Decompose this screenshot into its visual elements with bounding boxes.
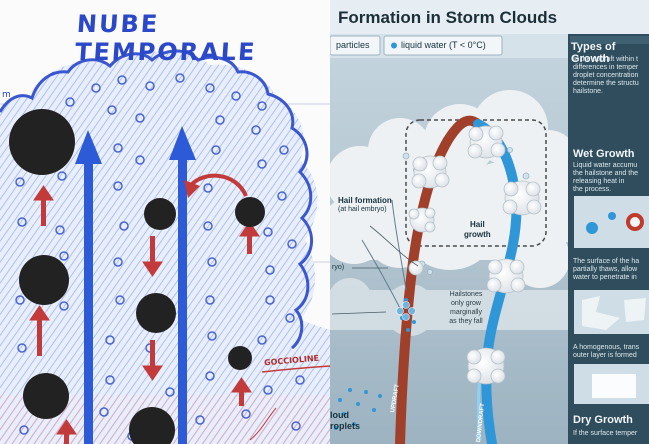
cloud-outline xyxy=(0,49,313,350)
cloud-droplets-line: loud xyxy=(330,410,349,420)
hailstones-note-line: Hailstones xyxy=(449,291,483,298)
sidebar-text-line: hailstone. xyxy=(573,88,603,95)
hailstones xyxy=(9,109,265,444)
label-hail-growth-2: growth xyxy=(464,230,491,239)
sidebar-homog-text: A homogenous, trans outer layer is forme… xyxy=(573,344,639,360)
sidebar-text-line: droplet concentration xyxy=(573,72,639,79)
label-hail-embryo: (at hail embryo) xyxy=(338,206,387,213)
hand-drawn-cloud-panel: NUBE TEMPORALE m GOCCIOLINE xyxy=(0,10,330,444)
label-hail-growth-1: Hail xyxy=(470,220,485,229)
cloud-droplets-line: roplets xyxy=(330,421,361,431)
sidebar-text-line: the process. xyxy=(573,186,612,193)
hailstones-note: Hailstones only grow marginally as they … xyxy=(438,290,494,326)
legend-liquid-water: liquid water (T < 0°C) xyxy=(401,40,486,50)
sidebar-text-line: partially thaws, allow xyxy=(573,266,638,273)
updraft-arrows xyxy=(75,126,196,444)
sidebar-dry-text: If the surface temper xyxy=(573,430,637,438)
sidebar-wet-title: Wet Growth xyxy=(573,148,635,160)
sidebar-text-line: In the updraft within t xyxy=(573,56,638,63)
hailstones-note-line: only grow xyxy=(451,300,481,307)
legend-particles: particles xyxy=(336,40,370,50)
sidebar-text-line: differences in temper xyxy=(573,64,639,71)
storm-cloud-infographic-panel: Formation in Storm Clouds particles liqu… xyxy=(330,0,649,444)
hailstones-note-line: as they fall xyxy=(449,318,483,325)
sidebar-text-line: If the surface temper xyxy=(573,430,638,437)
sidebar-text-line: releasing heat in xyxy=(573,178,625,185)
margin-label: m xyxy=(2,90,11,100)
sidebar-types-text: In the updraft within t differences in t… xyxy=(573,56,639,96)
label-embryo-partial: ryo) xyxy=(332,264,345,271)
sidebar-surface-text: The surface of the ha partially thaws, a… xyxy=(573,258,639,282)
storm-cloud-diagram xyxy=(330,0,649,444)
hailstones-note-line: marginally xyxy=(450,309,482,316)
sidebar-text-line: A homogenous, trans xyxy=(573,344,640,351)
sidebar-text-line: Liquid water accumu xyxy=(573,162,638,169)
sidebar-text-line: outer layer is formed xyxy=(573,352,637,359)
sidebar-text-line: the hailstone and the xyxy=(573,170,638,177)
sidebar-wet-text: Liquid water accumu the hailstone and th… xyxy=(573,162,638,194)
cloud-droplets-label: loud roplets xyxy=(330,410,360,432)
liquid-water-dots xyxy=(334,298,416,430)
sidebar-dry-title: Dry Growth xyxy=(573,414,633,426)
updraft-ribbon xyxy=(395,115,483,444)
red-motion-arrows xyxy=(29,173,260,444)
droplets xyxy=(15,73,305,441)
hailstones-clusters xyxy=(408,125,542,385)
diagram-title: Formation in Storm Clouds xyxy=(338,8,558,27)
sidebar-types-title: Types of Growth xyxy=(571,41,616,65)
label-hail-formation: Hail formation xyxy=(338,196,392,205)
sidebar-text-line: The surface of the ha xyxy=(573,258,640,265)
hand-drawn-title: NUBE TEMPORALE xyxy=(74,10,258,66)
sidebar-text-line: water to penetrate in xyxy=(573,274,637,281)
sidebar-text-line: determine the structu xyxy=(573,80,639,87)
hail-embryo xyxy=(396,301,416,321)
hand-drawn-cloud-illustration xyxy=(0,49,330,444)
